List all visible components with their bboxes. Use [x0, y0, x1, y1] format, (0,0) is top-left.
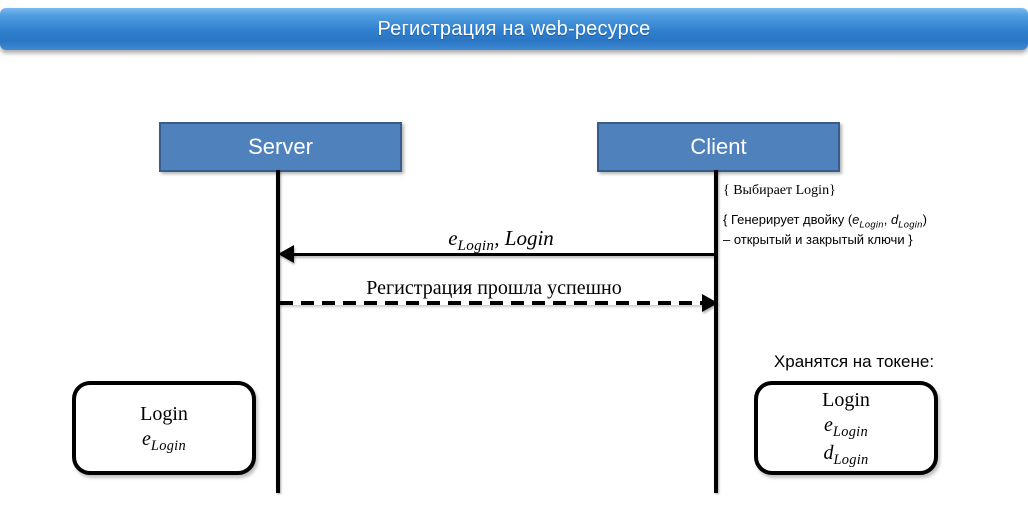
- lifeline-header-client[interactable]: Client: [597, 122, 840, 172]
- lifeline-server: [276, 170, 280, 493]
- storage-server-e-subscript: Login: [150, 437, 186, 454]
- note-generate-e: e: [852, 212, 860, 227]
- storage-client-public-key: eLogin: [824, 413, 868, 441]
- storage-server-login: Login: [140, 402, 188, 425]
- storage-client-e: e: [824, 413, 833, 436]
- message-line-reply: [280, 301, 708, 305]
- message-request-rest: , Login: [494, 226, 554, 250]
- message-request-e-subscript: Login: [457, 238, 495, 255]
- storage-box-client: Login eLogin dLogin: [754, 381, 938, 475]
- message-request-e: e: [448, 226, 458, 250]
- note-generate-line2: – открытый и закрытый ключи }: [723, 232, 913, 248]
- note-generate-prefix: { Генерирует двойку (: [723, 212, 853, 227]
- message-label-request: eLogin, Login: [286, 226, 716, 255]
- message-line-request: [286, 253, 716, 256]
- arrowhead-right-icon: [702, 294, 718, 312]
- storage-client-caption: Хранятся на токене:: [773, 352, 935, 371]
- arrowhead-left-icon: [278, 245, 294, 263]
- page-title: Регистрация на web-ресурсе: [377, 17, 651, 40]
- storage-client-login: Login: [822, 388, 870, 411]
- note-generate-d: d: [891, 212, 899, 227]
- note-generate-e-subscript: Login: [859, 219, 884, 230]
- storage-client-d-subscript: Login: [833, 451, 869, 468]
- lifeline-header-server[interactable]: Server: [159, 122, 402, 172]
- note-generate-comma: ,: [883, 212, 892, 227]
- note-generate-d-subscript: Login: [898, 219, 923, 230]
- title-banner: Регистрация на web-ресурсе: [0, 8, 1028, 50]
- storage-client-e-subscript: Login: [832, 423, 868, 440]
- lifeline-label-server: Server: [248, 134, 313, 159]
- message-label-reply: Регистрация прошла успешно: [366, 277, 622, 299]
- lifeline-client: [714, 170, 718, 493]
- lifeline-label-client: Client: [690, 134, 747, 159]
- note-generate-suffix: ): [922, 212, 927, 227]
- storage-server-e: e: [142, 427, 151, 450]
- storage-client-private-key: dLogin: [823, 441, 868, 469]
- storage-client-d: d: [823, 441, 834, 464]
- storage-server-public-key: eLogin: [142, 427, 186, 455]
- note-choose-login: { Выбирает Login}: [723, 183, 836, 198]
- note-generate-keypair: { Генерирует двойку (eLogin, dLogin) – о…: [723, 211, 927, 249]
- storage-box-server: Login eLogin: [72, 381, 256, 475]
